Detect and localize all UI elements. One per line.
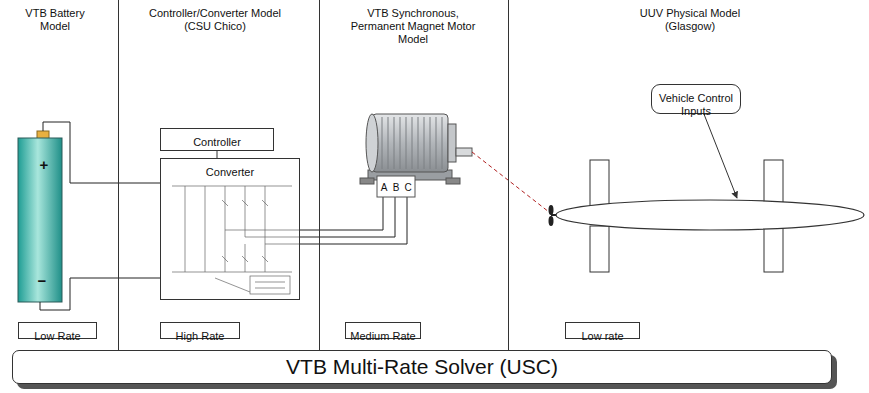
shaft-link — [472, 152, 549, 212]
column-heading: VTB Battery Model — [15, 7, 95, 33]
callout-leader — [700, 104, 737, 198]
box-label: Controller — [193, 136, 241, 149]
phase-label: A — [381, 182, 388, 193]
column-heading: VTB Synchronous, Permanent Magnet Motor … — [348, 7, 478, 46]
rate-box: Low Rate — [18, 322, 97, 339]
box-label: Low Rate — [34, 330, 80, 343]
battery-wire — [40, 122, 160, 310]
model-column: VTB Battery ModelLow Rate — [0, 0, 119, 350]
box-label: VTB Multi-Rate Solver (USC) — [286, 355, 558, 379]
rate-box: Medium Rate — [345, 322, 421, 339]
converter-box: Converter — [160, 158, 300, 300]
model-column: UUV Physical Model (Glasgow) Vehicle Cont… — [509, 0, 869, 350]
box-label: High Rate — [176, 330, 225, 343]
rate-box: High Rate — [160, 322, 240, 339]
battery-symbol — [18, 131, 62, 302]
rate-box: Low rate — [565, 322, 640, 339]
terminal-sign: − — [38, 272, 47, 289]
motor-symbol — [360, 114, 472, 197]
model-column: Controller/Converter Model (CSU Chico) Co… — [119, 0, 320, 350]
solver-box: VTB Multi-Rate Solver (USC) — [12, 350, 832, 384]
box-label: Converter — [206, 166, 254, 179]
column-heading: UUV Physical Model (Glasgow) — [630, 7, 750, 33]
callout-box: Vehicle Control Inputs — [651, 84, 741, 114]
controller-box: Controller — [160, 128, 274, 151]
phase-label: B — [393, 182, 400, 193]
terminal-sign: + — [40, 156, 49, 173]
column-heading: Controller/Converter Model (CSU Chico) — [140, 7, 290, 33]
uuv-body — [549, 160, 865, 272]
box-label: Medium Rate — [350, 330, 415, 343]
model-column: VTB Synchronous, Permanent Magnet Motor … — [320, 0, 509, 350]
connector-line — [217, 151, 218, 158]
converter-schematic — [172, 186, 300, 294]
box-label: Vehicle Control Inputs — [652, 92, 740, 118]
phase-label: C — [404, 182, 411, 193]
motor-wire — [300, 197, 407, 244]
box-label: Low rate — [581, 330, 623, 343]
